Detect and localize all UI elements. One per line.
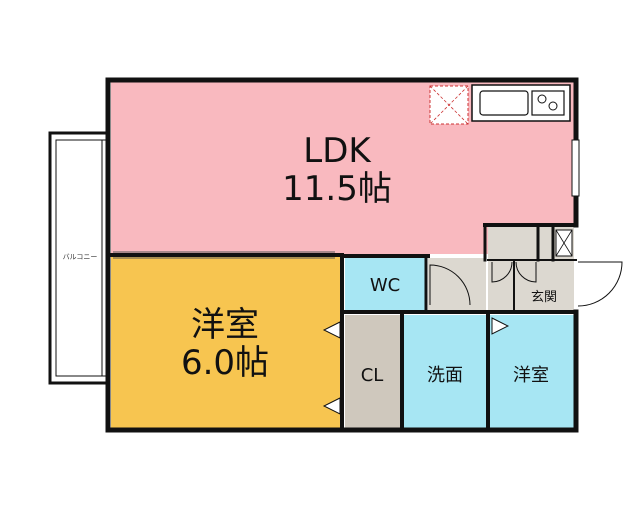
walls — [105, 77, 579, 433]
western-room-main — [111, 257, 340, 428]
door-markers — [322, 317, 510, 415]
entrance-label: 玄関 — [531, 290, 557, 305]
western-room-small-label: 洋室 — [513, 365, 549, 386]
toilet-room — [345, 258, 425, 310]
ldk-size: 11.5帖 — [282, 169, 392, 209]
washroom — [404, 315, 486, 428]
corridor — [428, 258, 486, 312]
shoe-storage — [555, 229, 573, 257]
kitchen-counter — [471, 84, 571, 122]
balcony-label: バルコニー — [63, 253, 98, 261]
ldk-label: LDK — [303, 131, 372, 171]
ldk-window — [571, 139, 580, 197]
western-room-main-label: 洋室 — [191, 305, 259, 345]
washroom-label: 洗面 — [427, 365, 463, 386]
western-room-small — [490, 315, 574, 428]
closet — [345, 315, 400, 428]
toilet-label: WC — [370, 275, 400, 296]
closet-label: CL — [361, 365, 384, 386]
western-room-main-size: 6.0帖 — [181, 343, 269, 383]
balcony: バルコニー — [48, 131, 110, 385]
sliding-door — [113, 251, 335, 259]
fridge-space — [429, 85, 469, 125]
doors — [429, 261, 623, 307]
